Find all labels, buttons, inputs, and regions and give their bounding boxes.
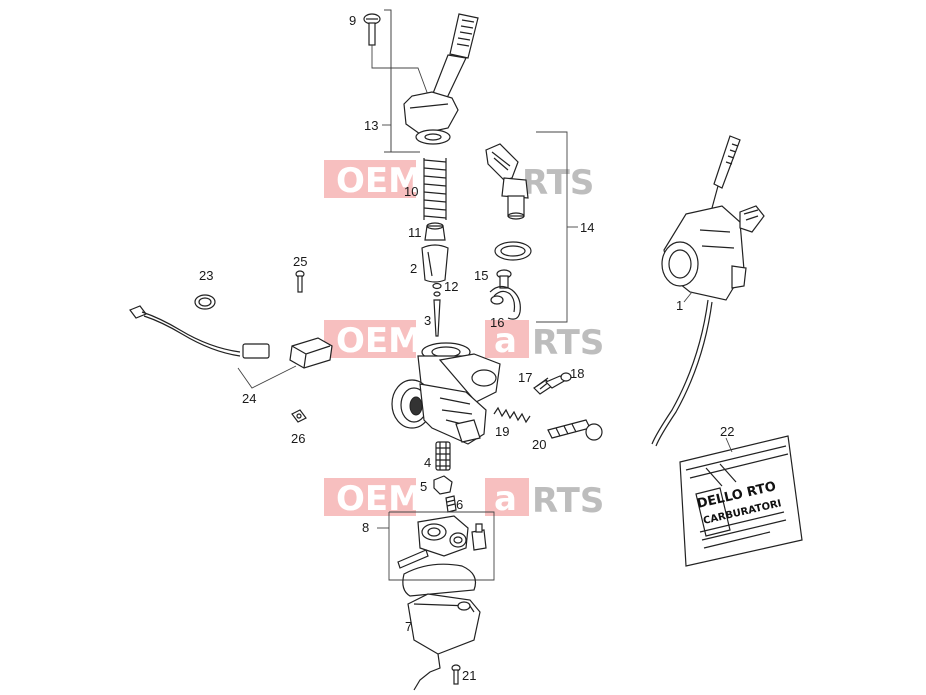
leader-1 — [683, 291, 693, 303]
callout-17: 17 — [518, 370, 532, 385]
callout-11: 11 — [408, 225, 422, 240]
callout-8: 8 — [362, 520, 369, 535]
callout-16: 16 — [490, 315, 504, 330]
callout-labels: 9 13 10 11 2 12 3 14 15 16 23 25 24 26 1… — [199, 13, 734, 683]
watermark-middle: OEM a RTS — [324, 320, 604, 363]
part-bracket-16 — [489, 285, 521, 320]
part-throttle-cap-13 — [403, 13, 479, 145]
part-heater-harness-24 — [129, 305, 333, 369]
part-filter-4 — [435, 441, 451, 471]
watermark-text-a: a — [494, 321, 517, 361]
callout-12: 12 — [444, 279, 458, 294]
callout-18: 18 — [570, 366, 584, 381]
part-carburetor-body — [391, 342, 501, 445]
callout-3: 3 — [424, 313, 431, 328]
part-retainer-11 — [424, 222, 446, 241]
watermark-text-left: OEM — [336, 321, 422, 361]
watermark-text-right: RTS — [532, 481, 604, 521]
callout-4: 4 — [424, 455, 431, 470]
callout-26: 26 — [291, 431, 305, 446]
callout-6: 6 — [456, 497, 463, 512]
watermark-top: OEM RTS — [324, 160, 594, 203]
leader-24 — [237, 365, 297, 389]
callout-19: 19 — [495, 424, 509, 439]
bracket-8 — [377, 511, 495, 581]
part-screw-21 — [451, 664, 461, 685]
part-clip-12 — [432, 282, 442, 297]
part-complete-carburetor-1 — [651, 135, 765, 447]
part-float-bowl-7 — [402, 563, 481, 691]
bracket-13-bottom — [390, 10, 420, 153]
callout-23: 23 — [199, 268, 213, 283]
part-oring-14 — [494, 241, 532, 261]
bracket-13 — [384, 9, 392, 153]
callout-5: 5 — [420, 479, 427, 494]
callout-14: 14 — [580, 220, 594, 235]
part-idle-screw-20 — [547, 419, 603, 441]
watermark-text-left: OEM — [336, 479, 422, 519]
part-jet-5 — [433, 475, 453, 495]
callout-25: 25 — [293, 254, 307, 269]
part-slide-2 — [421, 244, 449, 283]
bracket-14 — [536, 131, 578, 323]
part-spring-19 — [493, 406, 531, 424]
part-needle-3 — [433, 299, 441, 337]
callout-7: 7 — [405, 619, 412, 634]
part-float-assembly-8 — [397, 515, 487, 569]
watermark-text-left: OEM — [336, 161, 422, 201]
watermark-text-right: RTS — [532, 323, 604, 363]
part-choke-lever-14 — [485, 143, 529, 220]
callout-9: 9 — [349, 13, 356, 28]
callout-1: 1 — [676, 298, 683, 313]
callout-13: 13 — [364, 118, 378, 133]
part-screw-25 — [295, 270, 305, 293]
part-spring-10 — [423, 158, 447, 220]
part-nut-26 — [291, 409, 307, 423]
part-bolt-15 — [496, 269, 512, 289]
watermark-text-a: a — [494, 479, 517, 519]
part-documentation-22: DELLO RTO CARBURATORI — [679, 435, 803, 567]
callout-20: 20 — [532, 437, 546, 452]
watermark-bottom: OEM a RTS — [324, 478, 604, 521]
part-screw-9 — [363, 13, 381, 46]
callout-10: 10 — [404, 184, 418, 199]
callout-21: 21 — [462, 668, 476, 683]
part-jet-6 — [445, 495, 457, 513]
watermark-text-right: RTS — [522, 163, 594, 203]
callout-15: 15 — [474, 268, 488, 283]
callout-22: 22 — [720, 424, 734, 439]
callout-2: 2 — [410, 261, 417, 276]
leader-9 — [371, 45, 429, 96]
part-clamp-23 — [194, 294, 216, 310]
leader-22 — [725, 437, 733, 453]
callout-24: 24 — [242, 391, 256, 406]
part-screw-18 — [544, 372, 572, 389]
